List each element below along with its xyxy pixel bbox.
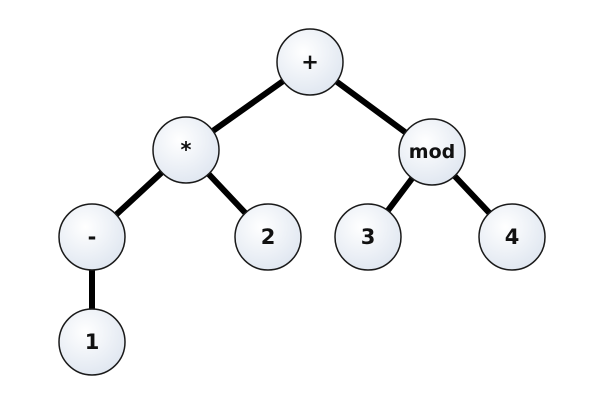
node-circle-one	[58, 308, 126, 376]
node-circle-mod	[398, 118, 466, 186]
nodes-layer: + * mod - 2 3 4 1	[58, 28, 546, 376]
node-two: 2	[234, 203, 302, 271]
node-times: *	[152, 116, 220, 184]
node-circle-three	[334, 203, 402, 271]
node-circle-four	[478, 203, 546, 271]
node-label-three: 3	[361, 225, 376, 249]
edges-layer	[89, 59, 515, 345]
node-circle-minus	[58, 203, 126, 271]
node-minus: -	[58, 203, 126, 271]
node-one: 1	[58, 308, 126, 376]
node-label-plus: +	[301, 50, 319, 74]
node-mod: mod	[398, 118, 466, 186]
node-four: 4	[478, 203, 546, 271]
node-label-four: 4	[505, 225, 520, 249]
node-three: 3	[334, 203, 402, 271]
node-circle-plus	[276, 28, 344, 96]
node-circle-times	[152, 116, 220, 184]
node-label-mod: mod	[409, 141, 455, 163]
node-plus: +	[276, 28, 344, 96]
node-label-times: *	[181, 138, 192, 162]
node-circle-two	[234, 203, 302, 271]
node-label-two: 2	[261, 225, 276, 249]
node-label-one: 1	[85, 330, 100, 354]
node-label-minus: -	[88, 225, 97, 249]
